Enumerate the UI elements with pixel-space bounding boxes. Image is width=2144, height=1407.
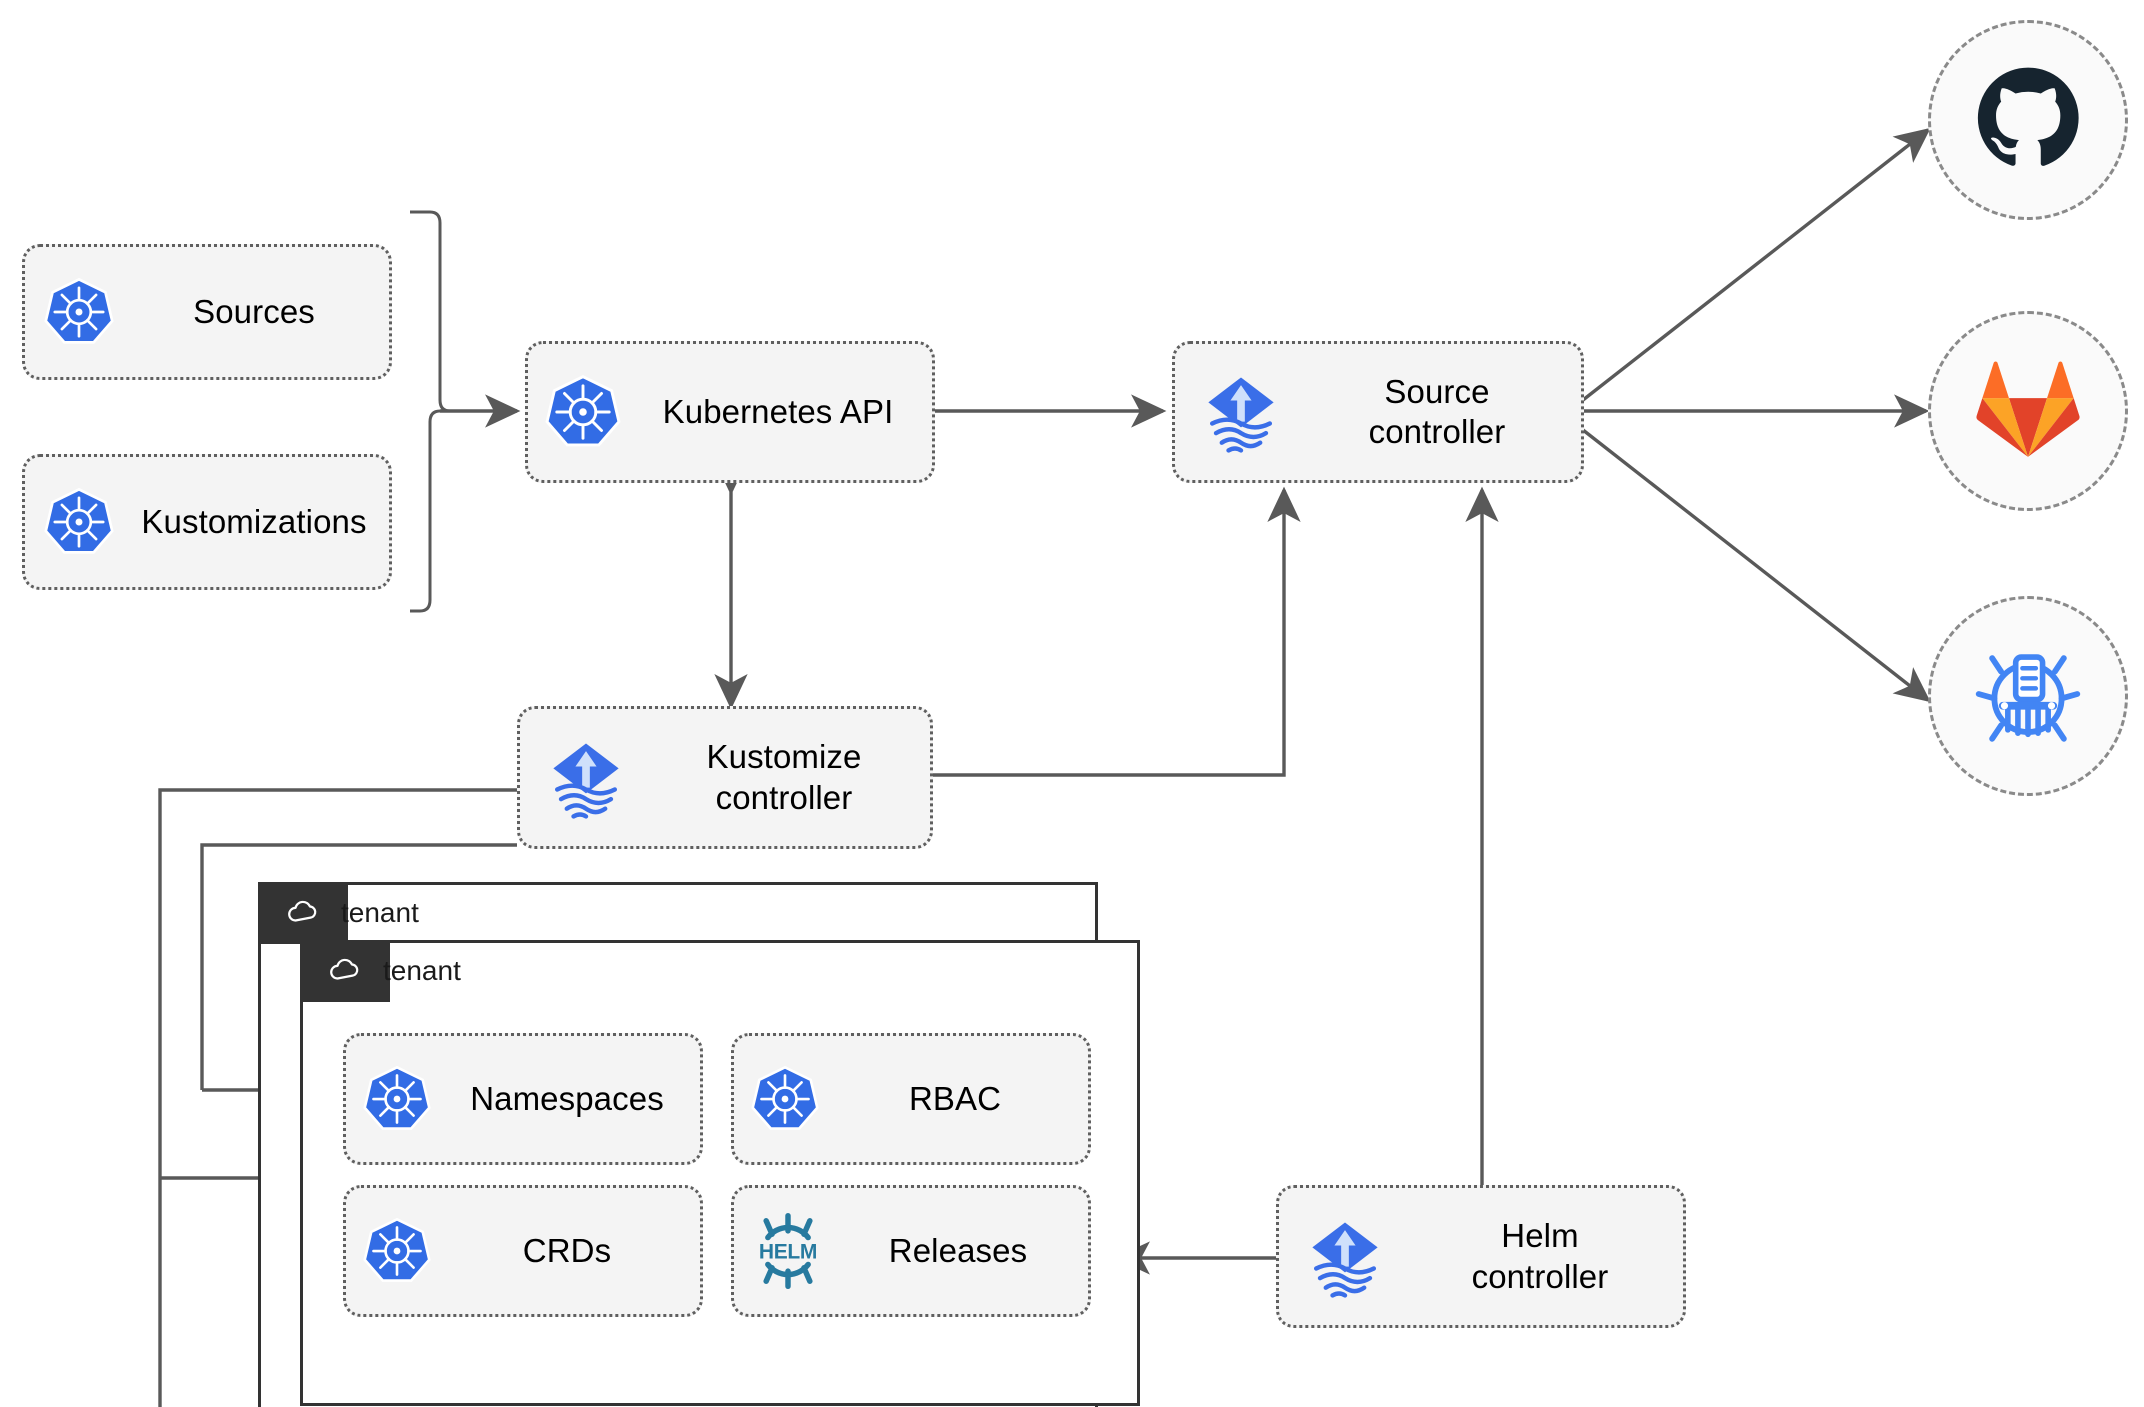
kubernetes-icon — [734, 1064, 836, 1134]
harbor-icon — [1972, 638, 2084, 755]
wire-source-harbor — [1581, 428, 1931, 703]
provider-github[interactable] — [1928, 20, 2128, 220]
resource-label: Kustomizations — [141, 502, 367, 540]
github-icon — [1975, 65, 2081, 176]
node-kubernetes-api[interactable]: Kubernetes API — [525, 341, 935, 483]
node-helm-controller[interactable]: Helm controller — [1276, 1185, 1686, 1328]
gitlab-icon — [1976, 359, 2080, 464]
tenant-resource-label: RBAC — [908, 1079, 1002, 1117]
tenant-resource-namespaces[interactable]: Namespaces — [343, 1033, 703, 1165]
cloud-icon — [286, 899, 320, 928]
kubernetes-icon — [25, 486, 133, 558]
node-label: Kustomize controller — [706, 738, 862, 816]
flux-icon — [1279, 1209, 1411, 1305]
resource-label: Sources — [193, 292, 315, 330]
svg-text:HELM: HELM — [759, 1241, 817, 1264]
kubernetes-icon — [25, 276, 133, 348]
node-kustomize-controller[interactable]: Kustomize controller — [517, 706, 933, 849]
wire-kustomize-source — [933, 486, 1301, 777]
tenant-label: tenant — [341, 897, 419, 928]
tenant-titlebar — [300, 940, 390, 1002]
tenant-label: tenant — [383, 955, 461, 986]
flux-icon — [1175, 364, 1307, 460]
resource-card-kustomizations[interactable]: Kustomizations — [22, 454, 392, 590]
tenant-resource-releases[interactable]: HELM Releases — [731, 1185, 1091, 1317]
kubernetes-icon — [346, 1216, 448, 1286]
tenant-resource-crds[interactable]: CRDs — [343, 1185, 703, 1317]
tenant-window-front[interactable]: tenant Namespaces — [300, 940, 1140, 1406]
group-brace — [410, 210, 451, 613]
node-label: Helm controller — [1471, 1217, 1609, 1295]
node-label: Source controller — [1368, 372, 1506, 450]
provider-gitlab[interactable] — [1928, 311, 2128, 511]
tenant-resource-label: CRDs — [522, 1231, 612, 1269]
helm-icon: HELM — [734, 1209, 842, 1293]
kubernetes-icon — [528, 373, 638, 451]
kubernetes-icon — [346, 1064, 448, 1134]
node-label: Kubernetes API — [662, 392, 894, 430]
tenant-resource-rbac[interactable]: RBAC — [731, 1033, 1091, 1165]
tenant-resource-label: Namespaces — [470, 1079, 664, 1117]
provider-harbor[interactable] — [1928, 596, 2128, 796]
cloud-icon — [328, 957, 362, 986]
resource-card-sources[interactable]: Sources — [22, 244, 392, 380]
flux-icon — [520, 730, 652, 826]
wire-source-github — [1581, 127, 1931, 402]
node-source-controller[interactable]: Source controller — [1172, 341, 1584, 483]
tenant-titlebar — [258, 882, 348, 944]
tenant-resource-label: Releases — [888, 1231, 1028, 1269]
